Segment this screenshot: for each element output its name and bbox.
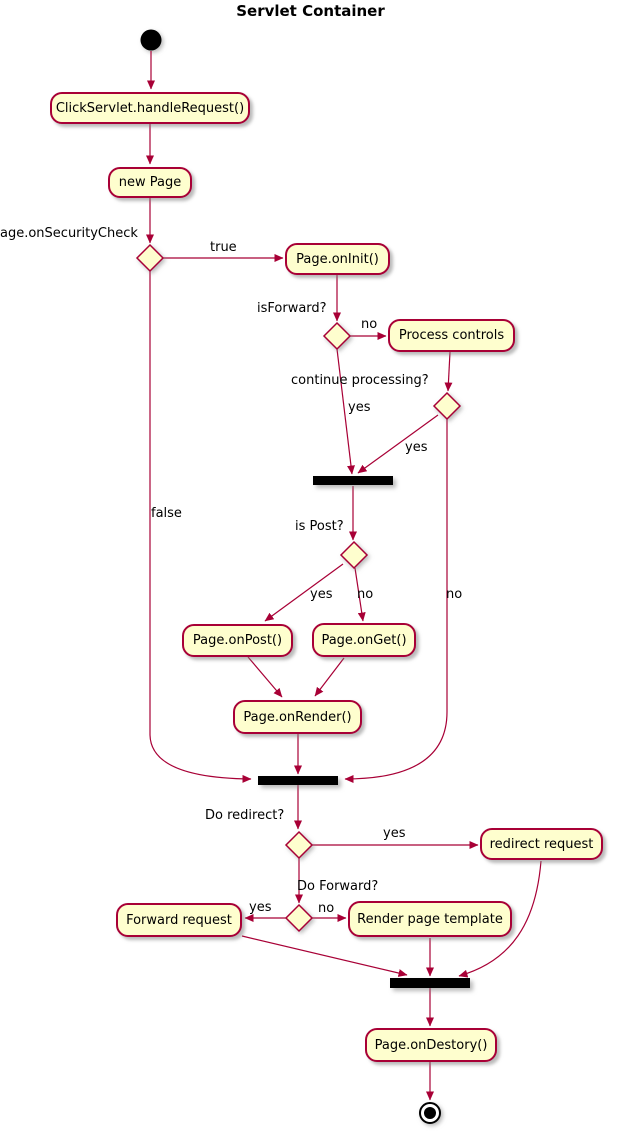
- label-do-redirect: Do redirect?: [205, 808, 285, 823]
- activity-new-page: new Page: [108, 167, 192, 198]
- label-is-post: is Post?: [295, 519, 344, 534]
- label-no-right: no: [446, 587, 463, 602]
- decision-do-forward: [284, 903, 314, 933]
- label-true: true: [210, 240, 237, 255]
- activity-on-destroy: Page.onDestory(): [365, 1028, 497, 1062]
- label-no-forward: no: [361, 317, 378, 332]
- label-no-get: no: [357, 587, 374, 602]
- decision-is-forward: [322, 321, 352, 351]
- decision-is-post: [339, 540, 369, 570]
- decision-security-check: [135, 243, 165, 273]
- label-security-check: age.onSecurityCheck: [0, 226, 138, 241]
- label-yes-forward: yes: [249, 900, 272, 915]
- sync-bar-join-3: [390, 978, 470, 988]
- activity-on-render: Page.onRender(): [233, 700, 362, 734]
- activity-redirect-request: redirect request: [480, 828, 603, 860]
- activity-forward-request: Forward request: [116, 903, 242, 937]
- label-yes-diagonal: yes: [405, 440, 428, 455]
- start-node: [140, 29, 162, 51]
- diagram-title: Servlet Container: [236, 2, 385, 20]
- label-false: false: [151, 506, 182, 521]
- sync-bar-join-1: [313, 476, 393, 485]
- decision-continue-processing: [432, 391, 462, 421]
- activity-process-controls: Process controls: [388, 319, 515, 352]
- decision-do-redirect: [284, 830, 314, 860]
- label-yes-post: yes: [310, 587, 333, 602]
- diagram-edges: [146, 51, 542, 1101]
- activity-handle-request: ClickServlet.handleRequest(): [50, 92, 250, 124]
- label-yes-continue: yes: [348, 400, 371, 415]
- activity-on-init: Page.onInit(): [285, 243, 390, 275]
- activity-on-get: Page.onGet(): [312, 623, 416, 657]
- label-yes-redirect: yes: [383, 826, 406, 841]
- label-do-forward: Do Forward?: [297, 879, 379, 894]
- label-is-forward: isForward?: [257, 301, 327, 316]
- label-no-render: no: [318, 901, 335, 916]
- activity-on-post: Page.onPost(): [182, 624, 293, 657]
- sync-bar-join-2: [258, 776, 338, 785]
- activity-render-template: Render page template: [348, 901, 512, 937]
- label-continue-processing: continue processing?: [291, 373, 429, 388]
- end-node: [419, 1102, 441, 1124]
